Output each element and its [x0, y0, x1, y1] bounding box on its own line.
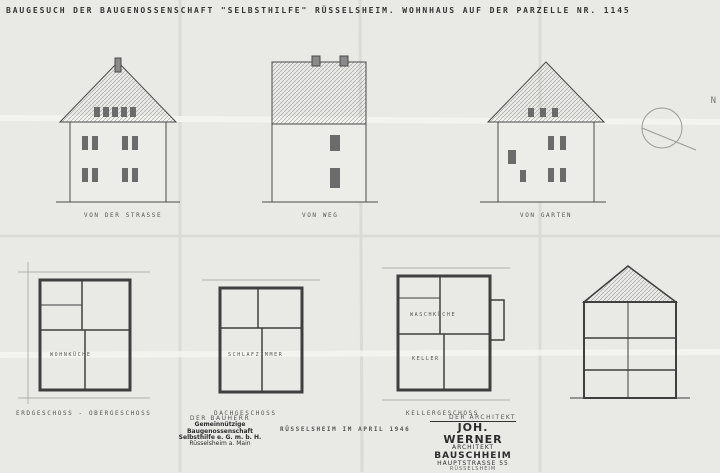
label-elevation-garden: VON GARTEN — [520, 212, 573, 219]
owner-stamp-line1: Gemeinnützige Baugenossenschaft — [186, 421, 254, 435]
elevation-street — [56, 57, 180, 203]
plan-ground-upper — [18, 262, 150, 404]
label-plan-attic: DACHGESCHOSS — [214, 410, 277, 417]
plan-attic — [202, 279, 320, 394]
room-label-schlafzimmer: SCHLAFZIMMER — [228, 352, 284, 358]
date-line: RÜSSELSHEIM IM APRIL 1946 — [280, 426, 411, 433]
architect-stamp-role: ARCHITEKT — [451, 444, 495, 452]
label-elevation-street: VON DER STRASSE — [84, 212, 163, 219]
owner-stamp-line2: Selbsthilfe e. G. m. b. H. — [178, 433, 262, 441]
architect-stamp-name: JOH. WERNER — [430, 421, 516, 445]
room-label-wohnkueche: WOHNKÜCHE — [50, 352, 92, 358]
architect-stamp-street: HAUPTSTRASSE 55 — [437, 460, 509, 468]
elevation-path — [262, 55, 378, 203]
architect-stamp-heading: DER ARCHITEKT — [448, 414, 516, 421]
architect-stamp-town: BAUSCHHEIM — [434, 450, 512, 461]
north-mark: N — [710, 96, 716, 106]
label-elevation-path: VON WEG — [302, 212, 339, 219]
room-label-keller: KELLER — [412, 356, 440, 362]
section-drawing — [570, 265, 690, 399]
label-plan-ground-upper: ERDGESCHOSS - OBERGESCHOSS — [16, 410, 152, 417]
label-plan-cellar: KELLERGESCHOSS — [406, 410, 479, 417]
elevation-garden — [480, 61, 697, 203]
architect-stamp-extra: RÜSSELSHEIM — [449, 466, 497, 473]
owner-stamp-heading: DER BAUHERR — [189, 415, 251, 422]
owner-stamp: DER BAUHERR Gemeinnützige Baugenossensch… — [168, 415, 272, 448]
architect-stamp: DER ARCHITEKT JOH. WERNER ARCHITEKT BAUS… — [430, 414, 516, 473]
drawing-title: BAUGESUCH DER BAUGENOSSENSCHAFT "SELBSTH… — [6, 6, 631, 15]
plan-cellar — [382, 267, 510, 401]
owner-stamp-line3: Rüsselsheim a. Main — [189, 440, 251, 448]
room-label-waschkueche: WASCHKÜCHE — [410, 312, 457, 318]
